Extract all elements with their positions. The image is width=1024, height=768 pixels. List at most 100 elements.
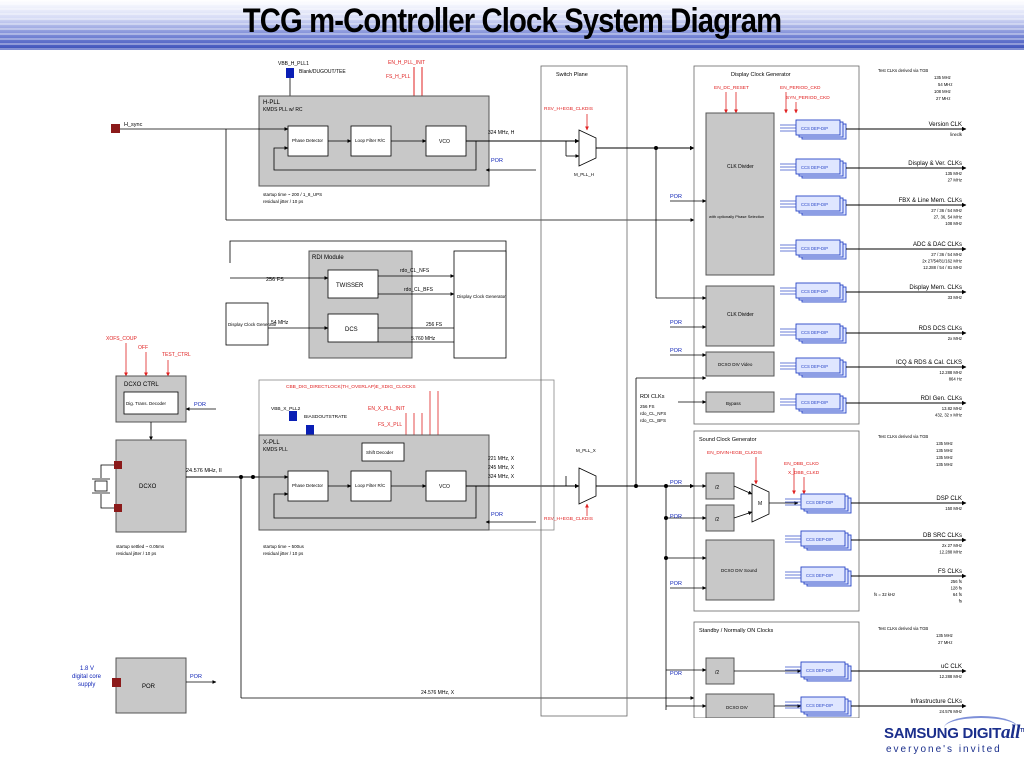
- clock-output-frequency: 27 / 36 / 54 MHz: [931, 208, 962, 213]
- dcxo-freq: 24.576 MHz, II: [186, 468, 222, 474]
- rdi-out2: 5.760 MHz: [411, 336, 436, 342]
- clock-output-name: FS CLKs: [938, 569, 962, 575]
- supply-text-3: supply: [78, 682, 95, 688]
- hpll-note1: startup time ~ 200 / 1_8_UPS: [263, 192, 322, 197]
- scg-test-note-2: 135 MHz: [936, 441, 953, 446]
- clock-output-frequency: 13.82 MHz: [942, 406, 962, 411]
- rdi-clks-title: RDI CLKs: [640, 394, 665, 400]
- dcg-test-note-1: Test CLKs derived via TGB: [878, 68, 928, 73]
- standby-dcxo-div-label: DCXO DIV: [726, 705, 748, 710]
- por-section: POR 1.8 V digital core supply POR 24.576…: [72, 657, 695, 714]
- supply-pin: [112, 678, 121, 687]
- clock-output-frequency: 256 fs: [951, 579, 962, 584]
- clock-gate-box: [795, 158, 841, 175]
- logo-brand-suffix: all: [1000, 722, 1021, 743]
- standby-div: [705, 657, 735, 685]
- standby-dcxo-div: [705, 693, 775, 718]
- dcxo-ctrl-decoder-label: Dig. Trans. Decoder: [126, 401, 167, 406]
- sb-test-note-1: Test CLKs derived via TGB: [878, 626, 928, 631]
- hpll-note2: residual jitter / 10 ps: [263, 199, 304, 204]
- logo-swoosh: [944, 716, 1018, 740]
- dcxo-sig2: OFF: [138, 345, 148, 351]
- standby-por: POR: [670, 671, 682, 677]
- clock-output-frequency: 27 MHz: [948, 178, 962, 183]
- clock-gate-box: [800, 493, 846, 510]
- clock-output-frequency: 864 Hz: [949, 377, 962, 382]
- clock-output-frequency: 128 fs: [951, 586, 962, 591]
- clock-output-frequency: 108 MHz: [945, 221, 962, 226]
- dcxo-pin-bottom: [114, 504, 122, 512]
- clock-output-frequency: fs: [959, 599, 962, 604]
- clock-gate-box: [795, 282, 841, 299]
- standby-div-label: /2: [715, 670, 719, 676]
- sb-test-note-3: 27 MHz: [938, 640, 952, 645]
- scg-por-1: POR: [670, 480, 682, 486]
- clock-output-name: FBX & Line Mem. CLKs: [899, 198, 962, 204]
- dcxo-label: DCXO: [139, 484, 157, 490]
- page-title: TCG m-Controller Clock System Diagram: [242, 2, 782, 40]
- clock-output-frequency: 12.288 / 54 / 81 MHz: [923, 265, 962, 270]
- clock-gate-label: CCS DEP-DIP: [801, 289, 828, 294]
- xpll-out3: 324 MHz, X: [488, 474, 515, 480]
- hpll-phase-detector-label: Phase Detector: [292, 138, 324, 143]
- hpll-por: POR: [491, 158, 503, 164]
- dcg-test-note-2: 135 MHz: [934, 75, 951, 80]
- dcg-ctrl3: SYN_PERIOD_CKD: [786, 95, 830, 101]
- hpll-vco: [425, 125, 467, 157]
- clock-output-frequency: 12.288 MHz: [939, 370, 962, 375]
- display-clock-generator: Display Clock Generator EN_DC_RESET EN_P…: [634, 65, 967, 488]
- clock-gate-box: [800, 661, 846, 678]
- dcg-clk-divider-2-label: CLK Divider: [727, 312, 754, 318]
- crystal-icon: [94, 480, 108, 492]
- xpll-ctrl2: FS_X_PLL: [378, 422, 402, 428]
- dcg-dcxo-div-video: [705, 351, 775, 377]
- dcxo-sig1: XOFS_COUP: [106, 336, 138, 342]
- clock-output-name: ADC & DAC CLKs: [913, 242, 962, 248]
- scg-div-2-label: /2: [715, 517, 719, 523]
- title-bar-texture: [0, 0, 1024, 50]
- switch-plane-title: Switch Plane: [556, 72, 588, 78]
- dcg-test-note-4: 108 MHz: [934, 89, 951, 94]
- xpll-out1: 221 MHz, X: [488, 456, 515, 462]
- xpll-shift-label: Shift Decoder: [366, 450, 394, 455]
- xpll-vco-label: VCO: [439, 484, 450, 490]
- sb-test-note-2: 135 MHz: [936, 633, 953, 638]
- clock-gate-label: CCS DEP-DIP: [801, 246, 828, 251]
- logo-tagline: everyone's invited: [886, 744, 1002, 755]
- standby-clocks: Standby / Normally ON Clocks /2 DCXO DIV…: [665, 621, 967, 718]
- dcg-clk-divider-1-label: CLK Divider: [727, 164, 754, 170]
- rdi-in-label: 256 FS: [266, 277, 284, 283]
- dcg-test-note-5: 27 MHz: [936, 96, 950, 101]
- dcg-box: [693, 65, 860, 425]
- scg-ctrl1: EN_DIVIN+EGB_CLKDIS: [707, 450, 762, 456]
- clock-gate-box: [795, 195, 841, 212]
- rdi-clks-1: 256 FS: [640, 404, 655, 409]
- dcg-ctrl1: EN_DC_RESET: [714, 85, 749, 91]
- rdi-clks-2: rdo_CL_NFS: [640, 411, 666, 416]
- switch-plane: Switch Plane RSV_H+EGB_CLKDIS M_PLL_H M_…: [540, 65, 695, 717]
- hpll-loop-filter-label: Loop Filter R/C: [355, 138, 386, 143]
- xpll-block-subtitle: KMDS PLL: [263, 447, 288, 453]
- rdi-gen-label: Display Clock Generator: [457, 294, 506, 299]
- clock-output-name: RDI Gen. CLKs: [921, 396, 962, 402]
- scg-dcxo-div-label: DCXO DIV Sound: [721, 568, 758, 573]
- clock-output-frequency: 2x 27/54/81/162 MHz: [922, 259, 962, 264]
- rdi-twisser: [327, 269, 379, 299]
- hpll-ctrl1: EN_H_PLL_INIT: [388, 60, 425, 66]
- xpll-ctrl1: EN_X_PLL_INIT: [368, 406, 405, 412]
- hpll-pin: [286, 68, 294, 78]
- clock-output-name: Display Mem. CLKs: [909, 285, 962, 291]
- rdi-clk-in: 54 MHz: [271, 320, 289, 326]
- xpll-phase-detector-label: Phase Detector: [292, 483, 324, 488]
- xpll-pin-2: [306, 425, 314, 435]
- dcxo-sig3: TEST_CTRL: [162, 352, 191, 358]
- clock-output-frequency: 12.288 MHz: [939, 674, 962, 679]
- scg-ctrl3: X_DBB_CLKD: [788, 470, 820, 476]
- por-block: [115, 657, 187, 714]
- scg-title: Sound Clock Generator: [699, 437, 757, 443]
- dcxo-section: DCXO 24.576 MHz, II startup settled ~ 0.…: [92, 439, 299, 698]
- clock-output-frequency: 24.576 MHz: [939, 709, 962, 714]
- xpll-note2: residual jitter / 10 ps: [263, 551, 304, 556]
